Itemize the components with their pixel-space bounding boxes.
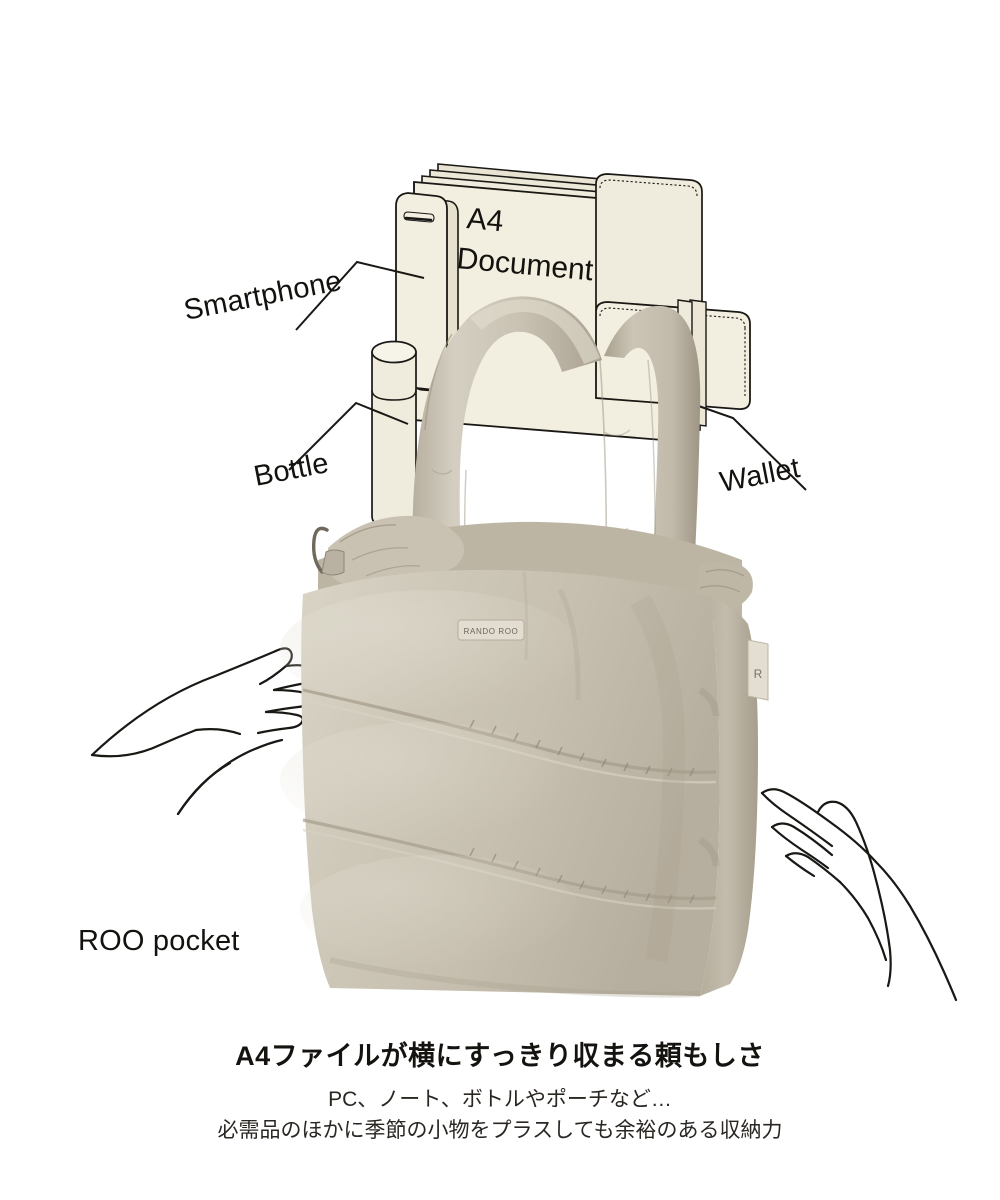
leader-line-bottle [288,401,409,471]
callout-label-roo-pocket: ROO pocket [78,925,240,957]
bag-side-tag-text: R [754,667,763,681]
document-label-line1: A4 [465,202,505,238]
bag-brand-tag: RANDO ROO [457,619,525,641]
callout-label-wallet: Wallet [717,452,802,499]
caption-heading: A4ファイルが横にすっきり収まる頼もしさ [235,1041,765,1071]
bag-side-gusset [700,596,758,996]
tote-bag: RANDO ROO R [280,296,769,998]
illustration-artboard: A4 Document [78,163,958,1002]
caption-sub-line-2: 必需品のほかに季節の小物をプラスしても余裕のある収納力 [217,1119,783,1143]
caption-sub-line-1: PC、ノート、ボトルやポーチなど… [328,1087,672,1111]
right-hand-illustration [760,788,958,1002]
callout-label-smartphone: Smartphone [181,265,344,327]
bottle-illustration [371,340,417,529]
leader-line-smartphone [295,260,425,331]
caption-block: A4ファイルが横にすっきり収まる頼もしさ PC、ノート、ボトルやポーチなど… 必… [0,1040,1000,1147]
bag-side-tag: R [747,639,769,701]
callout-label-bottle: Bottle [251,447,331,493]
bag-brand-tag-text: RANDO ROO [464,627,519,636]
